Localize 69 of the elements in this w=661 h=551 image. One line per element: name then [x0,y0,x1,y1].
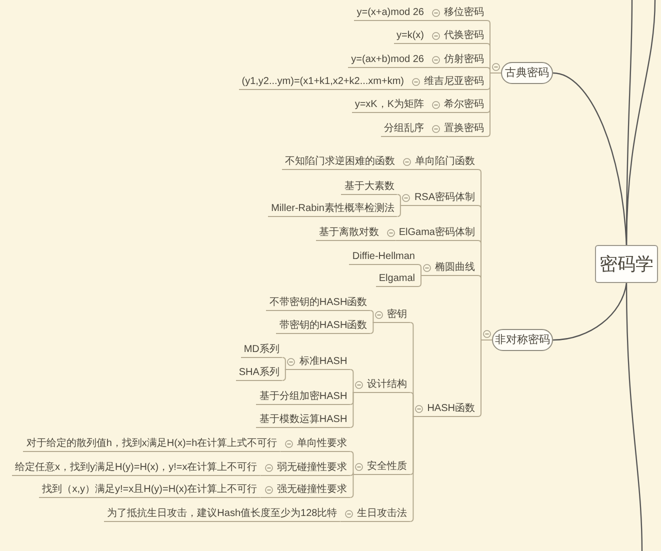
subtopic-label: Elgamal [376,273,418,287]
subtopic-label: 分组乱序 [381,123,427,137]
subtopic-label: 基于模数运算HASH [256,414,350,428]
subtopic-label: 基于离散对数 [316,227,382,241]
subtopic-label: 基于分组加密HASH [256,391,350,405]
connector-line [486,72,502,137]
connector-line [260,497,275,498]
connector-line [426,20,442,21]
connector-line [398,169,412,170]
subtopic-label: 单向性要求 [294,438,350,452]
connector-line [426,112,442,113]
central-topic-box: 密码学 [595,245,658,283]
subtopic-label: SHA系列 [236,367,282,381]
subtopic-label: 移位密码 [441,7,487,21]
connector-line [282,369,297,381]
subtopic-label: 椭圆曲线 [432,262,478,276]
subtopic-label: 弱无碰撞性要求 [274,462,350,476]
connector-line [418,275,432,287]
subtopic-label: 仿射密码 [441,54,487,68]
subtopic-label: y=(x+a)mod 26 [354,7,427,21]
connector-line [406,89,422,90]
subtopic-label: y=xK，K为矩阵 [352,99,427,113]
subtopic-label: 标准HASH [296,356,350,370]
subtopic-label: 不带密钥的HASH函数 [266,297,370,311]
connector-line [426,136,442,137]
connector-line [478,340,492,417]
subtopic-label: 安全性质 [364,461,410,475]
connector-line [410,416,425,522]
main-topic-pill: 古典密码 [501,62,553,84]
connector-line [350,474,365,498]
subtopic-label: 维吉尼亚密码 [421,76,487,90]
subtopic-label: 找到（x,y）满足y!=x且H(y)=H(x)在计算上不可行 [39,484,260,498]
subtopic-label: RSA密码体制 [411,192,478,206]
subtopic-label: 生日攻击法 [354,508,410,522]
connector-line [426,43,442,44]
connector-line [370,322,385,334]
branch-curve [626,0,656,246]
connector-line [260,475,275,476]
subtopic-label: (y1,y2...ym)=(x1+k1,x2+k2...xm+km) [238,76,407,90]
subtopic-label: 强无碰撞性要求 [274,484,350,498]
connector-line [340,521,355,522]
subtopic-label: 密钥 [384,309,410,323]
branch-curve [626,283,643,551]
subtopic-label: y=k(x) [394,30,427,44]
subtopic-label: MD系列 [240,344,282,358]
branch-curve [552,72,628,246]
connector-line [381,240,396,241]
subtopic-label: 为了抵抗生日攻击，建议Hash值长度至少为128比特 [104,508,340,522]
subtopic-label: HASH函数 [424,403,478,417]
subtopic-label: 代换密码 [441,30,487,44]
connector-line [426,67,442,68]
main-topic-pill: 非对称密码 [492,329,553,351]
connector-line [350,392,365,428]
subtopic-label: Diffie-Hellman [349,251,418,265]
subtopic-label: 带密钥的HASH函数 [276,320,370,334]
subtopic-label: 单向陷门函数 [412,156,478,170]
subtopic-label: 希尔密码 [441,99,487,113]
subtopic-label: 基于大素数 [341,181,398,195]
subtopic-label: 设计结构 [364,379,410,393]
connector-line [280,451,295,452]
connector-line [396,205,412,217]
subtopic-label: 给定任意x，找到y满足H(y)=H(x)，y!=x在计算上不可行 [12,462,260,476]
subtopic-label: 不知陷门求逆困难的函数 [282,156,398,170]
subtopic-label: Miller-Rabin素性概率检测法 [268,203,398,217]
branch-curve [552,282,628,341]
subtopic-label: 对于给定的散列值h，找到x满足H(x)=h在计算上式不可行 [23,438,280,452]
subtopic-label: y=(ax+b)mod 26 [348,54,427,68]
subtopic-label: ElGama密码体制 [396,227,478,241]
subtopic-label: 置换密码 [441,123,487,137]
